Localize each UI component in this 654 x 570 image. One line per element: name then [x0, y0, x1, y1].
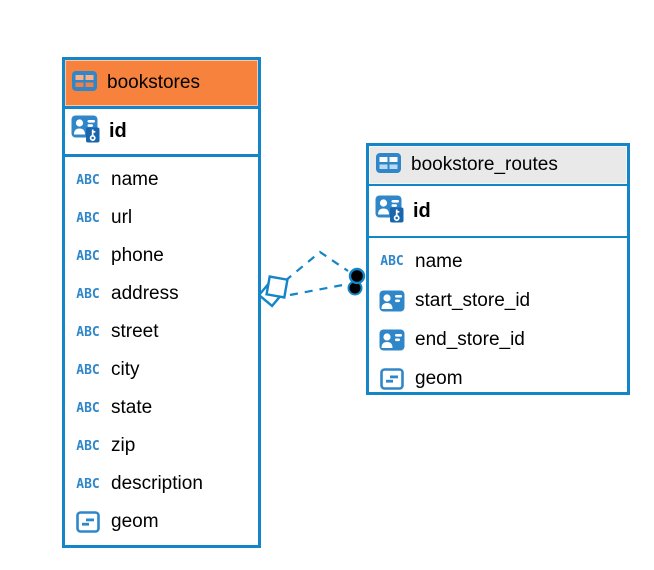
column-label: zip: [111, 435, 136, 456]
table-bookstore-routes-header[interactable]: bookstore_routes: [369, 146, 627, 186]
column-row[interactable]: ABC name: [65, 161, 258, 199]
text-type-icon: ABC: [76, 172, 100, 188]
filled-circle-marker[interactable]: [347, 267, 366, 296]
table-bookstore-routes[interactable]: bookstore_routes id: [366, 143, 630, 395]
reference-type-icon: [375, 329, 409, 351]
table-bookstores-columns: ABC name ABC url ABC phone ABC address A…: [65, 157, 258, 545]
column-row[interactable]: ABC city: [65, 351, 258, 389]
primary-key-icon: [71, 115, 101, 148]
column-label: phone: [111, 245, 164, 266]
column-label: id: [413, 199, 431, 222]
column-row[interactable]: ABC phone: [65, 237, 258, 275]
column-label: description: [111, 473, 203, 494]
text-type-icon: ABC: [76, 210, 100, 226]
column-row[interactable]: geom: [369, 359, 627, 398]
table-icon: [375, 152, 402, 179]
text-type-icon: ABC: [76, 438, 100, 454]
primary-key-icon: [375, 195, 405, 228]
column-row-pk[interactable]: id: [65, 109, 258, 157]
column-label: start_store_id: [415, 289, 531, 311]
text-type-icon: ABC: [76, 248, 100, 264]
reference-type-icon: [375, 290, 409, 312]
text-type-icon: ABC: [76, 286, 100, 302]
column-row[interactable]: ABC address: [65, 275, 258, 313]
text-type-icon: ABC: [380, 254, 404, 269]
table-bookstores-header[interactable]: bookstores: [65, 60, 258, 109]
column-label: geom: [415, 367, 463, 389]
column-label: city: [111, 359, 140, 380]
column-label: url: [111, 207, 133, 228]
column-row[interactable]: end_store_id: [369, 320, 627, 359]
text-type-icon: ABC: [76, 362, 100, 378]
column-label: geom: [111, 511, 159, 532]
table-icon: [71, 70, 98, 97]
text-type-icon: ABC: [76, 476, 100, 492]
column-label: id: [109, 120, 127, 142]
diamond-marker[interactable]: [257, 275, 289, 308]
column-row[interactable]: start_store_id: [369, 281, 627, 320]
relationship-line-upper[interactable]: [284, 250, 349, 282]
column-row[interactable]: ABC state: [65, 389, 258, 427]
column-row[interactable]: ABC name: [369, 242, 627, 281]
column-label: name: [415, 250, 463, 272]
table-bookstores[interactable]: bookstores id: [62, 57, 261, 548]
column-row-pk[interactable]: id: [369, 186, 627, 238]
relationship-line-lower[interactable]: [289, 282, 349, 297]
column-label: name: [111, 169, 159, 190]
text-type-icon: ABC: [76, 324, 100, 340]
column-row[interactable]: ABC zip: [65, 427, 258, 465]
column-label: address: [111, 283, 179, 304]
column-row[interactable]: ABC street: [65, 313, 258, 351]
geometry-type-icon: [375, 367, 409, 390]
table-bookstore-routes-columns: ABC name start_store_id: [369, 238, 627, 398]
column-label: state: [111, 397, 153, 418]
geometry-type-icon: [71, 511, 105, 533]
column-row[interactable]: geom: [65, 503, 258, 541]
column-row[interactable]: ABC url: [65, 199, 258, 237]
table-name: bookstores: [107, 72, 200, 93]
table-name: bookstore_routes: [411, 154, 558, 175]
text-type-icon: ABC: [76, 400, 100, 416]
column-label: end_store_id: [415, 328, 525, 350]
column-row[interactable]: ABC description: [65, 465, 258, 503]
column-label: street: [111, 321, 159, 342]
